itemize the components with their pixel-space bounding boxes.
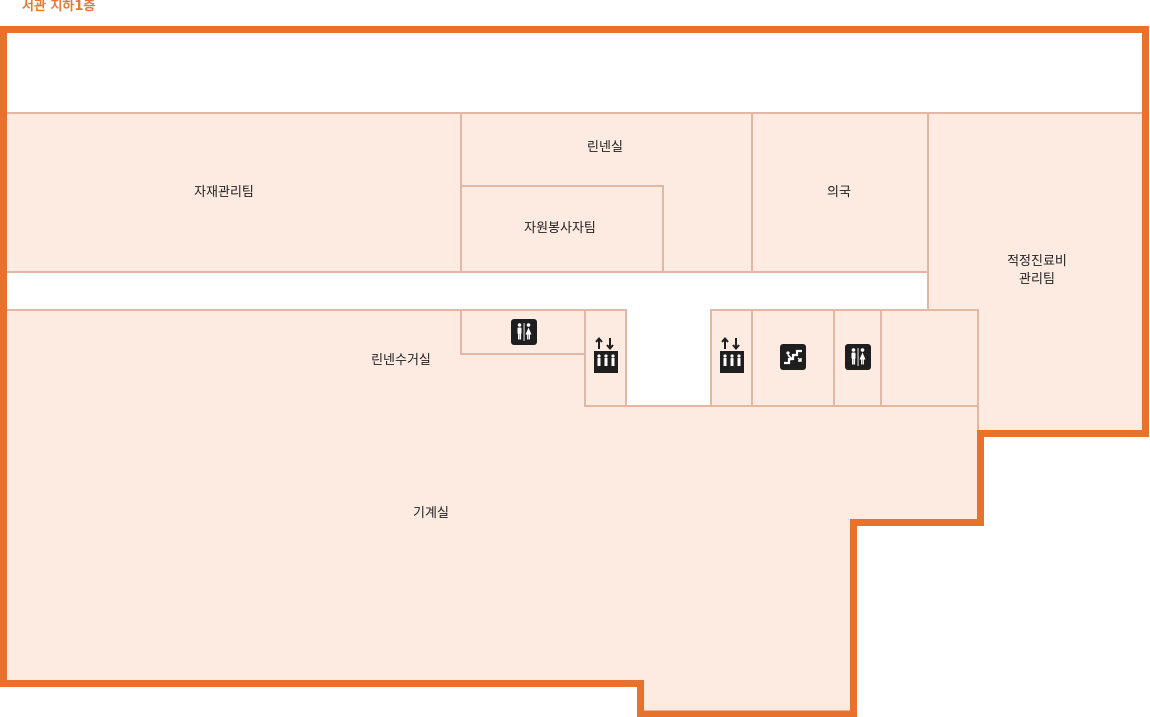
label-materials-team: 자재관리팀 (194, 185, 254, 200)
restroom-icon (511, 319, 537, 345)
room-volunteer-team (460, 185, 664, 273)
label-linen-collection: 린넨수거실 (371, 353, 431, 368)
restroom-icon (845, 344, 871, 370)
label-billing-team: 적정진료비 관리팀 (1007, 254, 1067, 287)
label-medical-affairs: 의국 (827, 185, 851, 200)
stairs-icon (780, 344, 806, 370)
label-volunteer-team: 자원봉사자팀 (524, 221, 596, 236)
outer-wall (0, 26, 1149, 717)
elevator-icon (594, 336, 620, 374)
label-machine-room: 기계실 (413, 506, 449, 521)
elevator-icon (720, 336, 746, 374)
room-east-corridor (880, 309, 979, 407)
floor-title: 서관 지하1층 (22, 0, 96, 14)
label-linen-room: 린넨실 (587, 140, 623, 155)
